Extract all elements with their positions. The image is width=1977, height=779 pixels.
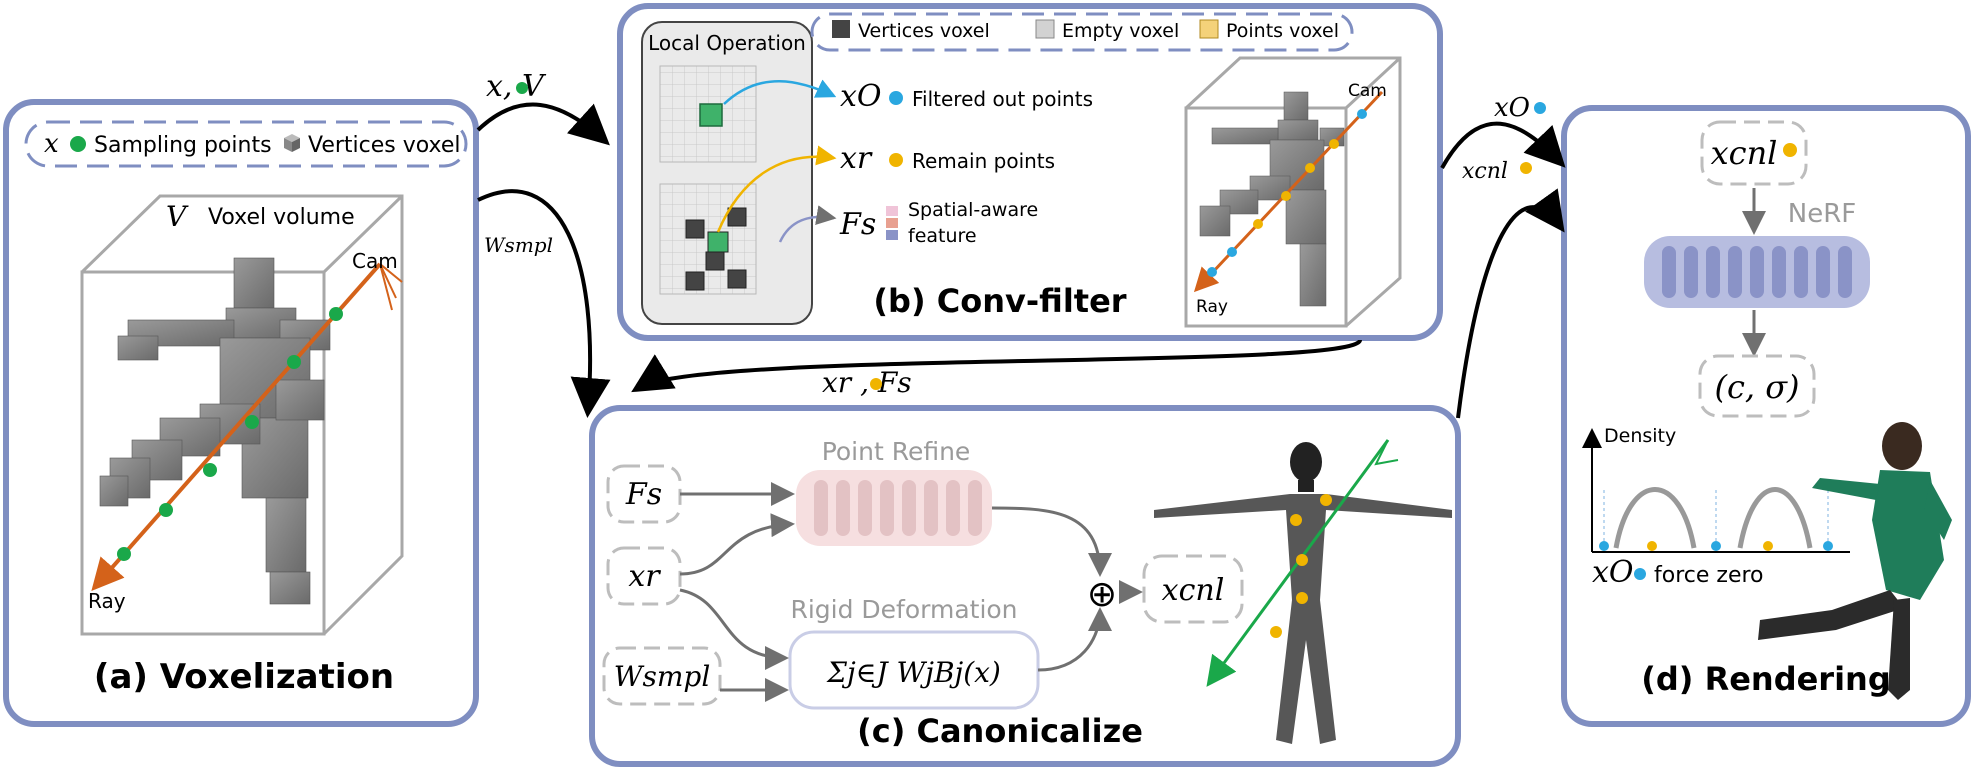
filtered-ray-label: Ray — [1196, 297, 1228, 317]
label-c-to-d-xcnl: xcnl — [1462, 159, 1508, 184]
legend-vertices-label: Vertices voxel — [308, 133, 461, 158]
b-to-c-dot — [870, 378, 882, 390]
feature-stack-icon — [886, 206, 898, 240]
wsmpl-input-label: Wsmpl — [614, 660, 711, 693]
volume-var: V — [166, 200, 189, 233]
volume-label: Voxel volume — [208, 205, 355, 230]
point-refine-bars — [814, 480, 982, 536]
arrow-b-to-c — [631, 338, 1362, 393]
arrow-c-to-d-xcnl — [1456, 188, 1565, 419]
legend-b-points: Points voxel — [1226, 20, 1339, 42]
points-voxel-icon — [1199, 19, 1219, 39]
remain-label: Remain points — [912, 149, 1055, 173]
vertices-voxel-icon — [832, 20, 850, 38]
color-density-box — [1698, 354, 1816, 418]
blue-point-icon — [889, 91, 903, 105]
nerf-bars — [1662, 246, 1852, 298]
tpose-mesh-figure — [1154, 442, 1452, 744]
voxel-icon — [284, 134, 300, 152]
legend-b-empty: Empty voxel — [1062, 20, 1179, 42]
panel-a-legend-box — [24, 120, 468, 168]
filtered-ray-points — [1207, 109, 1367, 277]
panel-b-title: (b) Conv-filter — [873, 282, 1126, 320]
wsmpl-input-box — [602, 646, 722, 706]
feature-label-2: feature — [908, 225, 977, 247]
density-plot: Density — [1582, 425, 1850, 553]
voxel-human-figure — [99, 257, 331, 605]
point-refine-label: Point Refine — [822, 437, 971, 466]
filtered-ray-line — [1193, 90, 1384, 293]
xr-input-label: xr — [628, 559, 661, 594]
feature-label-1: Spatial-aware — [908, 199, 1038, 221]
force-zero-dot — [1634, 568, 1646, 580]
legend-sampling-label: Sampling points — [94, 133, 272, 158]
density-axis-label: Density — [1604, 425, 1676, 447]
voxel-volume-box — [80, 194, 404, 636]
canonical-cam-icon — [1374, 439, 1399, 466]
panel-canonicalize: Fs xr Wsmpl Point Refine Rigid Deformati… — [589, 405, 1461, 767]
cam-label: Cam — [352, 249, 398, 273]
label-c-to-d-xo: xO — [1494, 93, 1530, 123]
density-curve-1 — [1613, 487, 1697, 549]
label-b-to-c: xr , Fs — [822, 366, 912, 399]
empty-voxel-icon — [1035, 19, 1055, 39]
panel-voxelization: x Sampling points Vertices voxel V Voxel… — [3, 99, 479, 727]
local-op-label: Local Operation — [648, 31, 806, 55]
filtered-var: xO — [840, 79, 882, 114]
density-curve-2 — [1737, 487, 1813, 549]
remain-var: xr — [840, 141, 873, 176]
feature-var: Fs — [839, 207, 876, 242]
nerf-label: NeRF — [1788, 199, 1856, 229]
rigid-def-label: Rigid Deformation — [790, 595, 1017, 624]
arrow-c-to-d-xo — [1440, 121, 1566, 169]
arrow-filtered — [723, 79, 837, 105]
panel-c-title: (c) Canonicalize — [857, 712, 1143, 750]
rendered-person — [1758, 422, 1952, 700]
xr-input-box — [606, 546, 682, 606]
canonicalize-connectors — [679, 482, 1143, 702]
legend-x-var: x — [44, 129, 59, 159]
sampling-points — [117, 307, 343, 561]
inter-panel-arrows — [476, 102, 1566, 419]
a-to-b-dot — [516, 82, 528, 94]
arrow-remain — [716, 145, 837, 233]
xcnl-arrow-dot — [1520, 162, 1532, 174]
center-voxel-top — [699, 103, 723, 127]
cam-icon — [379, 263, 403, 311]
filtered-volume-box — [1184, 56, 1402, 328]
xcnl-yellow-dot — [1783, 143, 1797, 157]
force-zero-label: force zero — [1654, 563, 1764, 588]
legend-b-vertices: Vertices voxel — [858, 20, 990, 42]
ray-label: Ray — [88, 589, 126, 613]
xo-arrow-dot — [1534, 102, 1546, 114]
panel-a-title: (a) Voxelization — [94, 657, 394, 697]
label-a-to-c: Wsmpl — [484, 233, 553, 257]
panel-conv-filter: Local Operation Vertices voxel Empty vox… — [617, 3, 1443, 341]
filtered-voxel-human — [1199, 91, 1345, 307]
filtered-label: Filtered out points — [912, 87, 1093, 111]
yellow-point-icon — [889, 153, 903, 167]
xcnl-input-box — [1700, 120, 1808, 186]
green-point-icon — [70, 136, 86, 152]
arrow-feature — [778, 205, 837, 243]
force-zero-var: xO — [1592, 555, 1634, 590]
color-density-label: (c, σ) — [1714, 368, 1799, 406]
plus-symbol: ⊕ — [1087, 574, 1117, 615]
arrow-a-to-b — [476, 102, 610, 146]
canonical-points — [1270, 494, 1332, 638]
filtered-cam-label: Cam — [1348, 81, 1387, 101]
arrow-a-to-c — [477, 189, 611, 418]
xcnl-input-label: xcnl — [1711, 134, 1778, 172]
xcnl-output-box — [1142, 554, 1244, 624]
fs-input-label: Fs — [625, 477, 662, 512]
rigid-def-formula: Σj∈J WjBj(x) — [826, 656, 1001, 689]
panel-rendering: xcnl NeRF (c, σ) Density — [1561, 105, 1971, 727]
xcnl-output-label: xcnl — [1162, 573, 1225, 608]
neighbor-voxels — [685, 207, 747, 291]
panel-d-title: (d) Rendering — [1641, 660, 1890, 698]
